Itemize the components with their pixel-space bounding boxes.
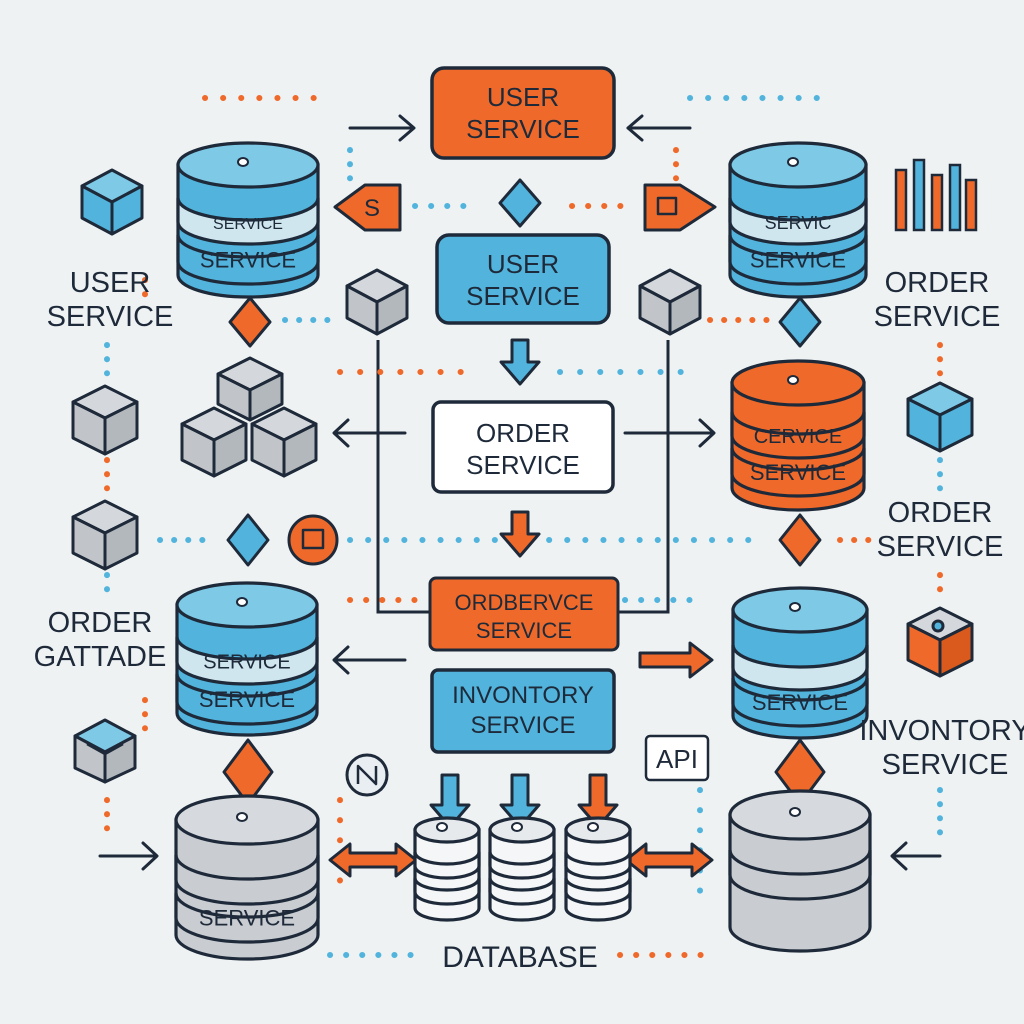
diamond-icon [778,296,822,348]
badge-right-icon [643,183,717,232]
cube-icon [73,718,137,784]
cube-icon [80,168,144,236]
cube-icon [345,268,409,336]
api-label: API [656,744,698,774]
cylinder-db-2 [488,816,556,922]
cylinder-db-1 [413,816,481,922]
cylinder-top-right: SERVIC SERVICE [728,141,868,299]
badges: S [287,183,717,797]
connector-lines [376,340,670,614]
cylinder-band-label: SERVICE [199,906,295,931]
cube-icon [71,499,139,571]
arrow-right-icon [348,114,416,142]
arrow-right-icon [98,841,159,871]
cylinder-band-label: SERVICE [750,460,846,485]
cylinder-band-label: SERVICE [203,652,290,674]
cube-icon [638,268,702,336]
cylinder-db-3 [564,816,632,922]
cylinder-band-label: SERVICE [752,690,848,715]
arrow-down-icon [429,773,471,829]
badge-neutral-icon [345,753,389,797]
cube-cluster-icon [180,356,318,478]
cylinder-top-left: SERVICE SERVICE [176,141,320,299]
svg-text:S: S [364,195,380,222]
arrow-down-icon [577,773,619,829]
cubes [71,168,974,784]
arrow-down-icon [499,773,541,829]
cylinder-lower-right: SERVICE [731,586,869,740]
cube-icon [906,606,974,678]
diamond-icon [228,296,272,348]
diamonds [222,178,826,806]
badge-round-icon [287,514,339,566]
cylinder-band-label: SERVICE [213,216,283,233]
cylinder-band-label: SERVICE [750,248,846,273]
arrow-double-icon [624,842,714,878]
arrow-left-icon [890,841,942,871]
cylinder-bottom-left: SERVICE [174,794,320,961]
diamond-icon [222,738,274,806]
api-tag: API [644,734,710,782]
dotted-connectors [104,95,943,958]
diamond-icon [778,513,822,567]
label-database: DATABASE [442,941,598,974]
cylinder-bottom-right [728,789,872,953]
cylinder-mid-right: CERVICE SERVICE [730,359,866,512]
arrow-left-icon [332,418,407,448]
cylinder-band-label: SERVIC [765,213,832,233]
cube-icon [71,384,139,456]
arrow-down-icon [499,338,541,386]
cylinder-lower-left: SERVICE SERVICE [175,581,319,737]
badge-left-icon: S [333,183,402,232]
cylinder-band-label: SERVICE [199,687,295,712]
arrow-left-icon [332,645,407,675]
cylinders: SERVICE SERVICE SERVIC SERVICE CERVICE SERVIC… [174,141,872,961]
cube-icon [906,381,974,453]
arrow-down-icon [499,510,541,558]
arrow-right-icon [623,418,716,448]
arrows [98,114,942,871]
diamond-icon [498,178,542,228]
bar-chart-icon [894,158,978,232]
arrow-left-icon [626,114,692,142]
arrow-right-icon [638,641,714,679]
cylinder-band-label: SERVICE [200,248,296,273]
diamond-icon [226,513,270,567]
filled-arrows [328,338,714,878]
cylinder-band-label: CERVICE [754,426,843,448]
arrow-double-icon [328,842,418,878]
